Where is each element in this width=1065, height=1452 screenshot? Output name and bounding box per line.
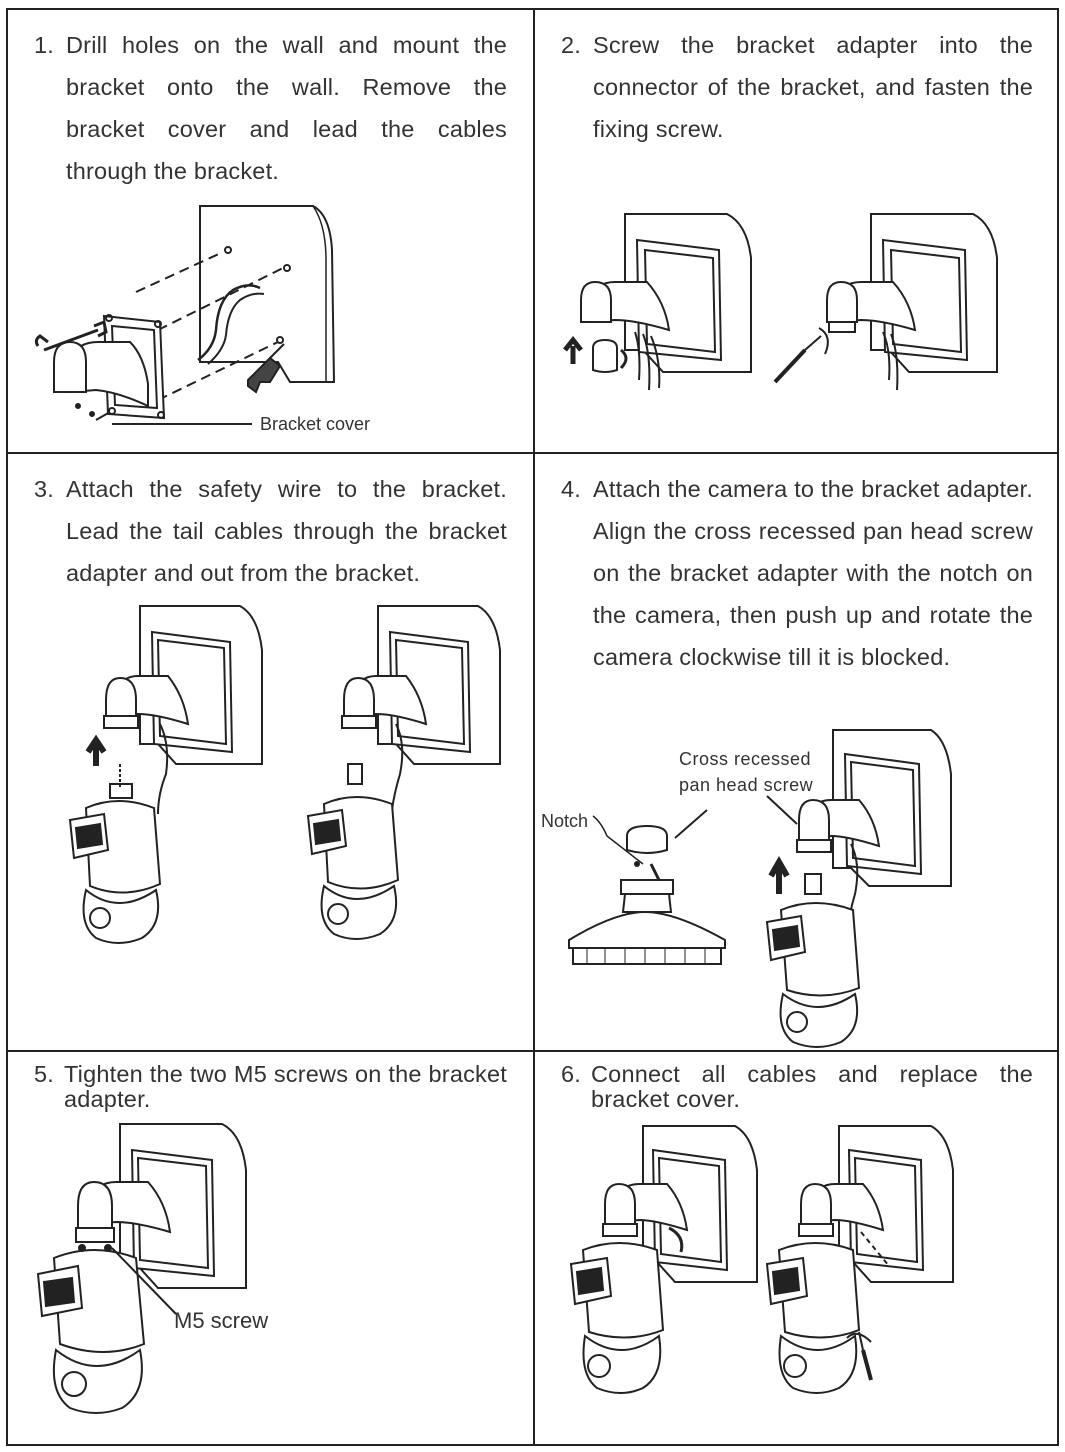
step-2-illustration [563,213,998,391]
up-arrow-icon [85,734,107,766]
step-3-cell: 3. Attach the safety wire to the bracket… [8,454,535,1052]
bracket-assembly [75,1123,247,1289]
camera [36,1244,146,1414]
m5-screw-label: M5 screw [174,1308,269,1333]
step-3-number: 3. [34,476,54,502]
step-5-cell: 5. Tighten the two M5 screws on the brac… [8,1052,535,1444]
step-6-illustration [569,1125,954,1394]
step-4-text: Attach the camera to the bracket adapter… [593,476,1033,670]
bracket-adapter [592,338,618,373]
wall [199,205,336,383]
m5-screw-leader [111,1247,177,1315]
wall-hole [276,336,284,344]
step-3-text: Attach the safety wire to the bracket. L… [66,476,507,586]
up-arrow-icon [563,335,583,364]
step-2-instruction: 2. Screw the bracket adapter into the co… [561,24,1033,150]
installation-steps-grid: 1. Drill holes on the wall and mount the… [6,8,1059,1446]
bracket-arm [69,341,149,408]
step-4-instruction: 4. Attach the camera to the bracket adap… [561,468,1033,678]
cross-screw-label-line1: Cross recessed [679,749,812,769]
step-6-number: 6. [561,1061,581,1087]
step-4-number: 4. [561,476,581,502]
assembly-right [765,1125,954,1394]
step-5-text: Tighten the two M5 screws on the bracket… [64,1061,507,1112]
wall-hole [283,264,291,272]
up-arrow-icon [768,855,790,894]
step-5-number: 5. [34,1061,54,1087]
step-1-cell: 1. Drill holes on the wall and mount the… [8,10,535,454]
cross-screw-leader [674,809,708,839]
step-5-instruction: 5. Tighten the two M5 screws on the brac… [34,1062,507,1112]
notch-leader [592,815,644,865]
bracket-adapter-detail [568,824,726,965]
step-3-instruction: 3. Attach the safety wire to the bracket… [34,468,507,594]
step-1-number: 1. [34,32,54,58]
drill-icon [247,356,282,394]
bracket-assembly-right [826,213,998,391]
screwdriver-icon [861,1349,873,1381]
bracket-assembly-left [103,605,263,815]
bracket-assembly-left [580,213,752,391]
step-6-cell: 6. Connect all cables and replace the br… [535,1052,1059,1444]
bracket-cover-label: Bracket cover [260,414,370,434]
cross-screw-label: Cross recessed pan head screw [679,746,813,798]
step-6-instruction: 6. Connect all cables and replace the br… [561,1062,1033,1112]
notch-label: Notch [541,811,589,831]
step-1-text: Drill holes on the wall and mount the br… [66,32,507,184]
cross-screw-label-line2: pan head screw [679,775,814,795]
bracket-assembly [796,729,952,935]
wrench-icon [34,319,108,352]
step-4-cell: 4. Attach the camera to the bracket adap… [535,454,1059,1052]
step-2-cell: 2. Screw the bracket adapter into the co… [535,10,1059,454]
step-1-instruction: 1. Drill holes on the wall and mount the… [34,24,507,192]
camera [765,873,861,1048]
step-5-illustration [36,1123,247,1414]
step-4-illustration [568,729,952,1048]
step-1-illustration: Bracket cover [34,205,370,434]
camera-left [68,764,162,944]
step-2-number: 2. [561,32,581,58]
screwdriver-icon [773,348,807,384]
bracket-dome [53,340,87,393]
wall-hole [224,246,232,254]
assembly-left [569,1125,758,1394]
step-6-text: Connect all cables and replace the brack… [591,1061,1033,1112]
camera-right [306,763,400,940]
step-2-text: Screw the bracket adapter into the conne… [593,32,1033,142]
step-3-illustration [68,605,501,944]
bracket-assembly-right [341,605,501,811]
